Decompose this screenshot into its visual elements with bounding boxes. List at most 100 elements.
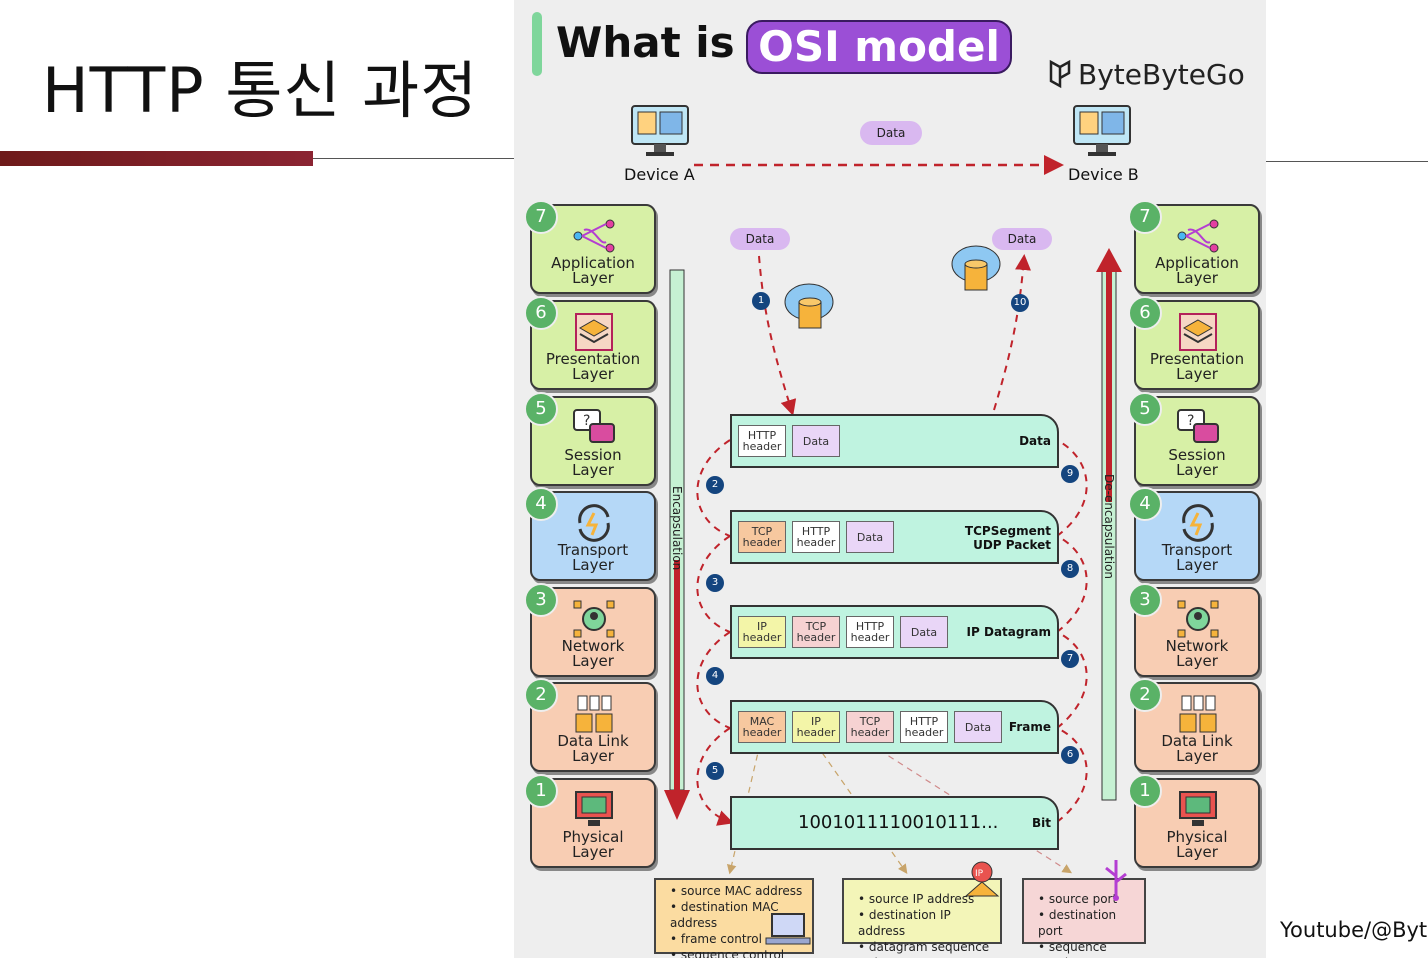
- layer-number: 1: [524, 774, 558, 808]
- layer-name: Session: [564, 446, 622, 464]
- note-item: destination MAC address: [670, 899, 806, 931]
- transfer-arrows-icon: [578, 504, 610, 542]
- layer-name: Physical: [1166, 828, 1228, 846]
- layer-number: 3: [524, 583, 558, 617]
- note-item: source MAC address: [670, 883, 806, 899]
- device-a-monitor-icon: [631, 105, 689, 156]
- osi-model-figure: What is OSI model ByteByteGo Device A De…: [514, 0, 1266, 958]
- svg-text:?: ?: [583, 413, 590, 429]
- chat-bubbles-icon: ?: [573, 409, 615, 443]
- layer-name: Presentation: [1149, 350, 1245, 368]
- data-box: Data: [846, 521, 894, 553]
- layer-suffix: Layer: [1176, 843, 1218, 861]
- network-graph-icon: [573, 219, 615, 253]
- layer-number: 2: [524, 678, 558, 712]
- step-marker: 10: [1011, 294, 1029, 312]
- layer-number: 3: [1128, 583, 1162, 617]
- layer-number: 5: [1128, 392, 1162, 426]
- header-box: TCP header: [792, 616, 840, 648]
- computer-plug-icon: [575, 791, 613, 826]
- svg-text:?: ?: [1187, 413, 1194, 429]
- database-link-icon: [1179, 695, 1217, 733]
- title-divider-right: [1266, 161, 1428, 162]
- note-item: sequence number: [1038, 939, 1138, 958]
- data-box: Data: [900, 616, 948, 648]
- svg-text:IP: IP: [975, 869, 984, 879]
- layer-suffix: Layer: [572, 269, 614, 287]
- cloud-database-icon-right: [951, 245, 1001, 291]
- layer-suffix: Layer: [572, 843, 614, 861]
- layer-name: Session: [1168, 446, 1226, 464]
- device-b-label: Device B: [1068, 165, 1139, 184]
- layer-suffix: Layer: [572, 556, 614, 574]
- layer-name: Application: [1155, 254, 1239, 272]
- heading-accent-bar: [532, 12, 542, 76]
- header-box: HTTP header: [900, 711, 948, 743]
- layer-name: Data Link: [557, 732, 629, 750]
- layer-name: Network: [1165, 637, 1229, 655]
- layer-number: 7: [1128, 200, 1162, 234]
- tray-physical: 1001011110010111... Bit: [730, 796, 1059, 850]
- layer-suffix: Layer: [572, 747, 614, 765]
- layer-suffix: Layer: [572, 461, 614, 479]
- transfer-arrows-icon: [1182, 504, 1214, 542]
- de-encapsulation-label: De-encapsulation: [1102, 474, 1116, 580]
- layer-suffix: Layer: [1176, 461, 1218, 479]
- step-marker: 9: [1061, 465, 1079, 483]
- network-user-icon: [1177, 600, 1219, 638]
- layers-stack-icon: [1179, 313, 1217, 351]
- ip-header-note: source IP address destination IP address…: [842, 878, 1002, 958]
- note-item: datagram sequence order: [858, 939, 994, 958]
- device-a-label: Device A: [624, 165, 695, 184]
- layer-suffix: Layer: [1176, 652, 1218, 670]
- layer-name: Physical: [562, 828, 624, 846]
- data-box: Data: [792, 425, 840, 457]
- brand-name: ByteByteGo: [1078, 57, 1245, 91]
- note-item: sequence control: [670, 947, 806, 958]
- brand-logo-icon: [1049, 59, 1071, 89]
- heading-highlight: OSI model: [746, 20, 1012, 74]
- layer-suffix: Layer: [1176, 747, 1218, 765]
- header-box: HTTP header: [792, 521, 840, 553]
- usb-icon: [1105, 860, 1127, 901]
- ip-location-icon: IP: [964, 861, 1000, 897]
- laptop-icon: [765, 913, 811, 945]
- header-box: TCP header: [738, 521, 786, 553]
- title-accent-bar: [0, 151, 313, 166]
- step-marker: 3: [706, 574, 724, 592]
- header-box: IP header: [792, 711, 840, 743]
- layer-number: 6: [1128, 296, 1162, 330]
- note-item: source port: [1038, 891, 1138, 907]
- database-link-icon: [575, 695, 613, 733]
- tray-label: Bit: [1032, 816, 1051, 830]
- network-user-icon: [573, 600, 615, 638]
- tray-application: HTTP header Data Data: [730, 414, 1059, 468]
- tray-label: IP Datagram: [966, 625, 1051, 639]
- header-box: HTTP header: [846, 616, 894, 648]
- layer-suffix: Layer: [1176, 556, 1218, 574]
- layer-number: 5: [524, 392, 558, 426]
- layer-name: Data Link: [1161, 732, 1233, 750]
- bit-stream: 1001011110010111...: [798, 812, 999, 833]
- layer-number: 1: [1128, 774, 1162, 808]
- layer-suffix: Layer: [572, 652, 614, 670]
- credit-text: Youtube/@Byte: [1280, 918, 1428, 942]
- step-marker: 7: [1061, 650, 1079, 668]
- data-out-pill: Data: [992, 228, 1052, 250]
- layer-suffix: Layer: [572, 365, 614, 383]
- chat-bubbles-icon: ?: [1177, 409, 1219, 443]
- layer-name: Application: [551, 254, 635, 272]
- step-marker: 1: [752, 292, 770, 310]
- header-box: TCP header: [846, 711, 894, 743]
